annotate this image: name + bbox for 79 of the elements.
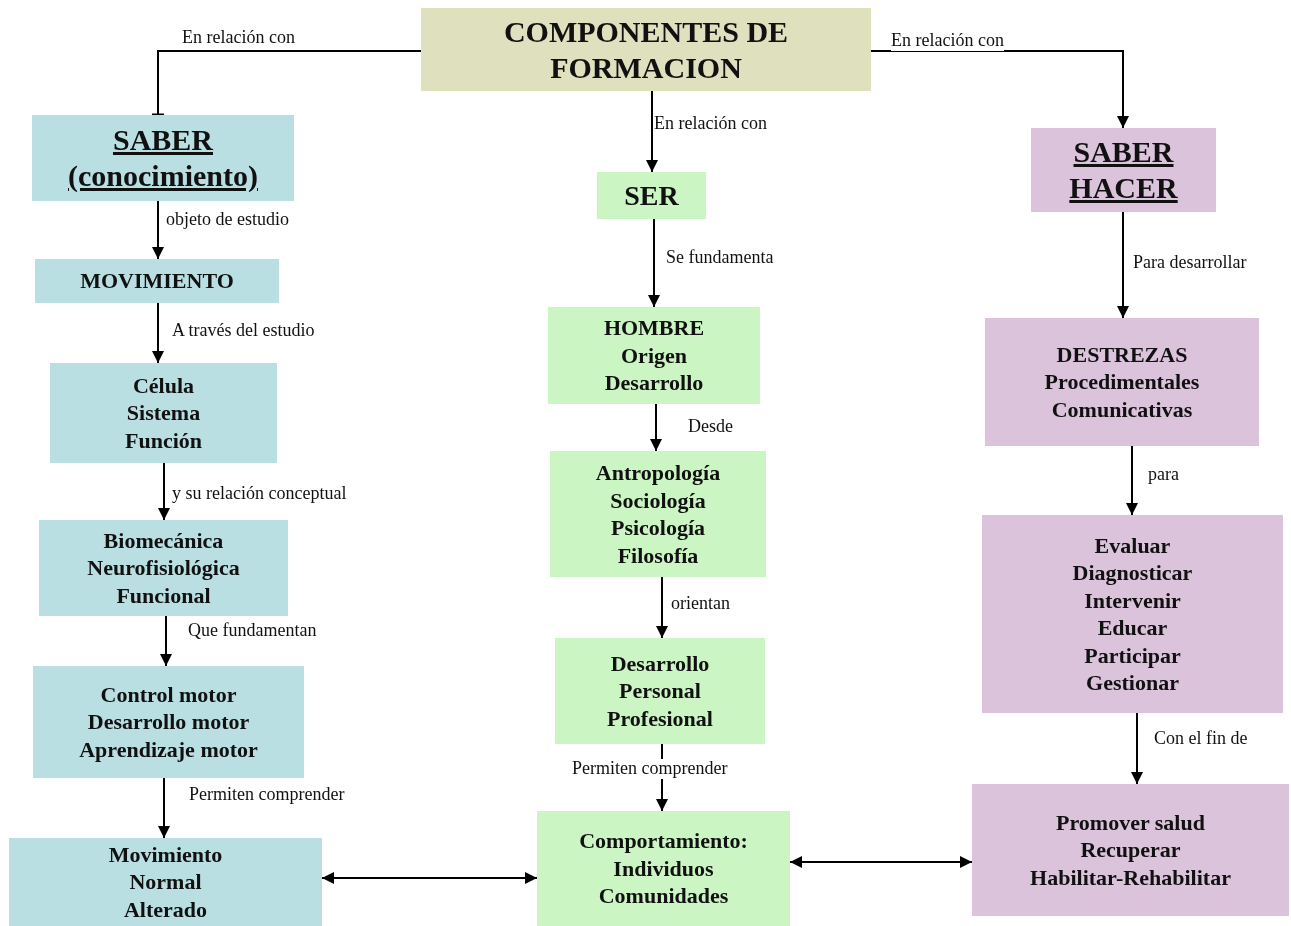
concept-text: Habilitar-Rehabilitar [1030,863,1231,892]
concept-text: Alterado [123,895,208,924]
edge-label: Permiten comprender [572,759,728,779]
arrow [1126,445,1138,516]
concept-box [421,8,871,91]
arrow [789,856,973,868]
concept-text: Recuperar [1080,836,1181,864]
concept-text: Comunicativas [1051,395,1193,424]
concept-text: SABER (conocimiento) [67,122,259,194]
concept-text: HOMBRE [603,314,705,342]
concept-text: Promover salud [1056,808,1205,837]
arrow [152,302,164,364]
concept-text: Desarrollo motor [87,708,250,736]
arrow [1131,712,1143,785]
concept-text: Participar [1084,641,1181,669]
concept-box [550,451,766,577]
edge-label: y su relación conceptual [172,484,347,504]
concept-text: DESTREZAS [1056,340,1188,369]
edge-label: En relación con [891,31,1004,51]
concept-text: Desarrollo [610,649,710,678]
edge-label: Permiten comprender [189,785,345,805]
concept-text: Comportamiento: [579,827,748,855]
concept-text: Antropología [595,459,721,487]
concept-text: COMPONENTES DE FORMACION [502,13,790,86]
concept-text: MOVIMIENTO [80,267,234,295]
concept-text: Funcional [116,581,211,610]
concept-box [982,515,1283,713]
edge-label: objeto de estudio [166,210,289,230]
arrow [656,576,668,639]
concept-box [39,520,288,616]
arrow [648,218,660,308]
concept-box [537,811,790,926]
concept-text: Normal [129,868,202,896]
concept-text: Control motor [100,680,237,709]
concept-text: Individuos [613,854,714,883]
concept-text: Movimiento [108,840,223,869]
concept-text: Sistema [126,399,201,427]
concept-text: Profesional [607,704,713,733]
arrow [152,200,164,260]
concept-text: Intervenir [1084,586,1181,614]
concept-text: Gestionar [1086,669,1179,697]
edge-label: Que fundamentan [188,621,317,641]
concept-text: Biomecánica [103,526,224,555]
concept-box [32,115,294,201]
concept-text: Psicología [610,514,706,542]
concept-text: Filosofía [617,541,699,569]
concept-box [33,666,304,778]
concept-box [597,172,706,219]
arrow [870,50,1129,129]
concept-text: Función [125,426,202,455]
concept-text: Personal [619,677,701,705]
concept-text: Célula [132,371,195,400]
concept-text: Comunidades [598,882,729,910]
concept-box [35,259,279,303]
concept-text: Neurofisiológica [87,554,240,582]
concept-box [555,638,765,744]
concept-box [50,363,277,463]
concept-text: SER [624,179,679,213]
concept-box [548,307,760,404]
concept-text: SABER HACER [1068,134,1179,206]
concept-text: Diagnosticar [1072,559,1193,587]
arrow [158,462,170,521]
arrow [160,615,172,667]
concept-text: Educar [1097,614,1168,642]
arrow [650,403,662,452]
concept-text: Procedimentales [1044,368,1200,396]
concept-text: Evaluar [1094,531,1171,559]
concept-box [9,838,322,926]
concept-box [1031,128,1216,212]
arrow [646,90,658,173]
concept-box [985,318,1259,446]
concept-box [972,784,1289,916]
arrow [321,872,538,884]
arrow [1117,211,1129,319]
concept-text: Origen [621,341,687,370]
arrow [158,777,170,839]
concept-text: Desarrollo [604,369,704,397]
concept-text: Sociología [610,486,706,514]
concept-text: Aprendizaje motor [79,735,258,764]
